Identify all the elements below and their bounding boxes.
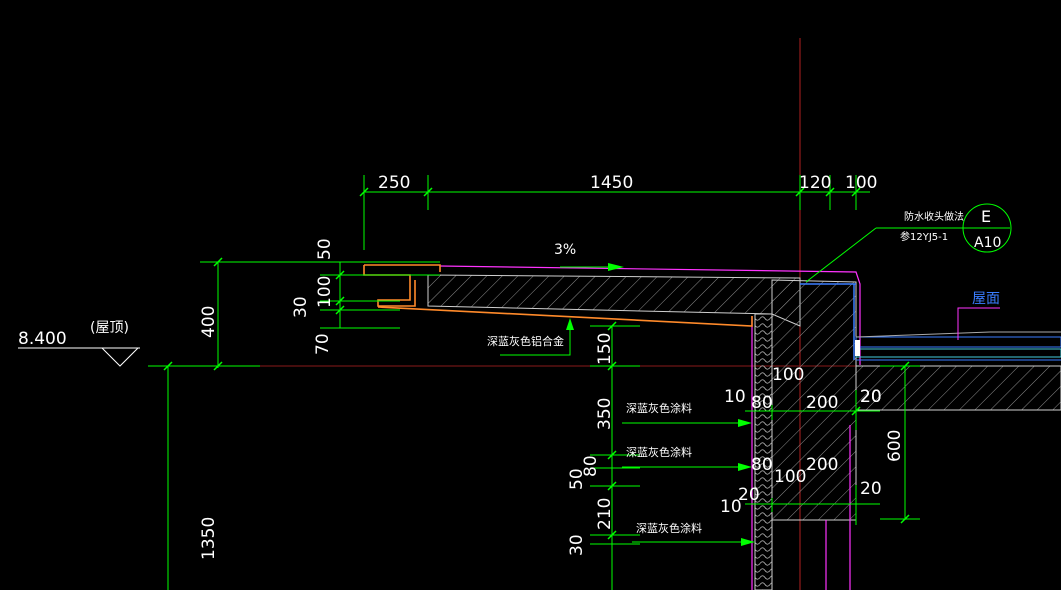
note-coating-2: 深蓝灰色涂料 [626,445,692,459]
note-waterproof: 防水收头做法 [904,210,964,223]
finish-outline [439,265,861,590]
dim-120: 120 [799,173,831,193]
dim-80-a: 80 [751,393,773,413]
axis-lines [260,38,1061,590]
dim-20-a: 20 [860,387,882,407]
dim-1350: 1350 [199,517,219,560]
dim-20-right: 20 [860,387,882,407]
dimension-lines [148,175,920,590]
dim-80-mid: 80 [581,455,601,477]
dim-250: 250 [378,173,410,193]
concrete-structure [427,274,1061,590]
note-coating-3: 深蓝灰色涂料 [636,521,702,535]
leader-arrows [566,263,755,546]
dim-100: 100 [845,173,877,193]
dimension-ticks [163,187,910,540]
dim-100-b: 100 [774,467,806,487]
note-coating-1: 深蓝灰色涂料 [626,401,692,415]
labels: 250 1450 120 100 50 100 30 70 400 1350 1… [18,173,1001,560]
slope-label: 3% [554,242,576,258]
elevation-label: (屋顶) [90,320,129,336]
dim-600: 600 [885,430,905,462]
dim-50-left: 50 [315,238,335,260]
dim-30-left: 30 [291,296,311,318]
note-ref: 参12YJ5-1 [900,230,948,243]
elevation-marker [18,347,140,367]
dim-70-left: 70 [313,333,333,355]
dim-150: 150 [595,333,615,365]
detail-callout[interactable] [962,203,1012,253]
dim-100-a: 100 [772,365,804,385]
elevation-value: 8.400 [18,329,67,349]
dim-350: 350 [595,398,615,430]
note-aluminum: 深蓝灰色铝合金 [487,334,564,348]
dim-100-left: 100 [315,276,335,308]
dim-10-b: 10 [720,497,742,517]
leader-lines [500,227,964,543]
dim-400: 400 [199,306,219,338]
callout-letter: E [981,207,991,226]
dim-20-b: 20 [738,485,760,505]
dim-200-a: 200 [806,393,838,413]
dim-80-b: 80 [751,455,773,475]
roof-layers [800,283,1061,361]
dim-10-a: 10 [724,387,746,407]
callout-sheet: A10 [974,235,1001,251]
dim-1450: 1450 [590,173,633,193]
dim-210: 210 [595,498,615,530]
dim-50-mid: 50 [567,468,587,490]
roof-leader [957,307,1000,340]
dim-20-c: 20 [860,479,882,499]
note-roof: 屋面 [972,291,1000,307]
dim-30-mid: 30 [567,534,587,556]
dim-200-b: 200 [806,455,838,475]
